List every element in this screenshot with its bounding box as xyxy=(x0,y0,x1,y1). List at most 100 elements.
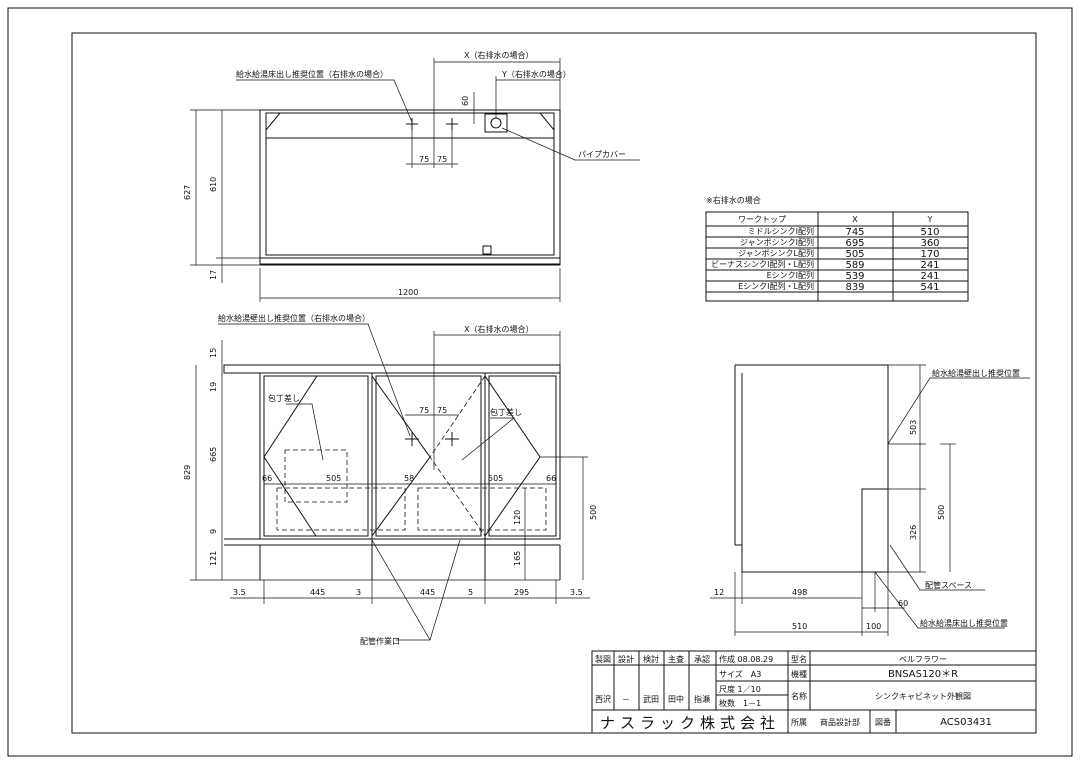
front-dim-445a: 445 xyxy=(310,588,325,597)
tb-val-name: シンクキャビネット外観図 xyxy=(875,691,971,701)
table-cell: 541 xyxy=(920,282,939,293)
tb-val-no: ACS03431 xyxy=(940,717,992,728)
top-dim-75a: 75 xyxy=(419,155,429,164)
table-cell: 539 xyxy=(845,271,864,282)
top-label-y: Y（右排水の場合） xyxy=(501,69,571,79)
side-view: 給水給湯壁出し推奨位置 配管スペース 給水給湯床出し推奨位置 503 500 3… xyxy=(710,364,1030,636)
tb-name-shusa: 田中 xyxy=(668,694,684,704)
table-header-x: X xyxy=(852,215,858,224)
side-dim-500: 500 xyxy=(937,505,946,520)
front-label-pipe-work: 配管作業口 xyxy=(360,636,400,646)
top-label-pipe: パイプカバー xyxy=(578,150,626,159)
top-dim-60: 60 xyxy=(461,96,470,106)
side-dim-100: 100 xyxy=(866,622,881,631)
front-label-knife-right: 包丁差し xyxy=(490,407,522,417)
tb-head-seizu: 製図 xyxy=(595,654,611,664)
tb-head-kento: 検討 xyxy=(643,654,659,664)
front-dim-295: 295 xyxy=(514,588,529,597)
front-dim-445b: 445 xyxy=(420,588,435,597)
front-dim-5: 5 xyxy=(468,588,473,597)
tb-key-dept: 所属 xyxy=(791,717,807,727)
front-dim-829: 829 xyxy=(183,465,192,480)
tb-scale: 尺度 1／10 xyxy=(719,684,761,694)
tb-head-shusa: 主査 xyxy=(668,654,684,664)
tb-sheets: 枚数 1－1 xyxy=(719,698,761,708)
top-label-x: X（右排水の場合） xyxy=(464,50,533,60)
front-dim-19: 19 xyxy=(209,382,218,392)
tb-key-name: 名称 xyxy=(791,691,807,701)
front-label-wall: 給水給湯壁出し推奨位置（右排水の場合） xyxy=(218,313,370,323)
top-dim-17: 17 xyxy=(209,270,218,280)
front-dim-3-5a: 3.5 xyxy=(233,588,246,597)
side-dim-498: 498 xyxy=(792,588,807,597)
table-header-y: Y xyxy=(927,215,933,224)
front-dim-505b: 505 xyxy=(488,474,503,483)
table-cell: 505 xyxy=(845,249,864,260)
outer-border xyxy=(7,7,1073,757)
table-cell: ジャンボシンクL配列 xyxy=(738,248,814,258)
table-header-worktop: ワークトップ xyxy=(738,215,786,224)
tb-head-sekkei: 設計 xyxy=(618,654,634,664)
table-cell: 695 xyxy=(845,238,864,249)
front-dim-3: 3 xyxy=(356,588,361,597)
tb-date: 作成 08.08.29 xyxy=(719,654,773,664)
tb-key-kind: 機種 xyxy=(791,669,807,679)
front-dim-505a: 505 xyxy=(326,474,341,483)
side-dim-510: 510 xyxy=(792,622,807,631)
tb-val-model: ベルフラワー xyxy=(899,655,947,664)
inner-border xyxy=(71,32,1037,734)
floor-outlet-left xyxy=(406,118,418,130)
front-dim-58: 58 xyxy=(404,474,414,483)
title-block: 製図 設計 検討 主査 承認 西沢 － 武田 田中 指瀬 作成 08.08.29… xyxy=(591,650,1037,734)
tb-name-sekkei: － xyxy=(622,695,630,704)
front-dim-3-5b: 3.5 xyxy=(570,588,583,597)
tb-head-shonin: 承認 xyxy=(694,654,710,664)
side-label-floor: 給水給湯床出し推奨位置 xyxy=(920,618,1008,628)
front-label-knife-left: 包丁差し xyxy=(268,393,300,403)
table-cell: 589 xyxy=(845,260,864,271)
front-label-x: X（右排水の場合） xyxy=(464,324,533,334)
tb-val-dept: 商品設計部 xyxy=(820,717,860,727)
top-dim-627: 627 xyxy=(183,185,192,200)
table-caption: ※右排水の場合 xyxy=(706,195,761,205)
side-dim-326: 326 xyxy=(909,525,918,540)
floor-outlet-right xyxy=(446,118,458,130)
table-cell: 170 xyxy=(920,249,939,260)
tb-company: ナスラック株式会社 xyxy=(600,714,780,732)
front-dim-665: 665 xyxy=(209,447,218,462)
table-cell: 360 xyxy=(920,238,939,249)
top-label-floor: 給水給湯床出し推奨位置（右排水の場合） xyxy=(236,69,388,79)
table-cell: EシンクⅠ配列・L配列 xyxy=(738,281,814,291)
top-view: 給水給湯床出し推奨位置（右排水の場合） X（右排水の場合） Y（右排水の場合） … xyxy=(183,50,640,302)
side-label-space: 配管スペース xyxy=(925,580,972,590)
side-outline xyxy=(734,364,889,573)
table-cell: ビーナスシンクⅠ配列・L配列 xyxy=(711,259,814,269)
front-dim-75b: 75 xyxy=(437,406,447,415)
table-cell: 510 xyxy=(920,227,939,238)
tb-name-seizu: 西沢 xyxy=(595,695,611,704)
front-dim-500: 500 xyxy=(589,505,598,520)
side-dim-12: 12 xyxy=(714,588,724,597)
front-dim-15: 15 xyxy=(209,348,218,358)
top-dim-610: 610 xyxy=(209,177,218,192)
table-cell: 241 xyxy=(920,260,939,271)
table-cell: EシンクⅠ配列 xyxy=(767,270,814,280)
front-dim-165: 165 xyxy=(513,551,522,566)
front-view: 給水給湯壁出し推奨位置（右排水の場合） X（右排水の場合） 包丁差し 包丁差し … xyxy=(183,313,598,646)
tb-val-kind: BNSAS120＊R xyxy=(888,669,958,680)
tb-name-kento: 武田 xyxy=(643,694,659,704)
table-cell: 241 xyxy=(920,271,939,282)
tb-key-no: 図番 xyxy=(875,717,891,727)
xy-table: ※右排水の場合 ワークトップ X Y ミドルシンクⅠ配列 745 510 ジャン… xyxy=(705,195,969,302)
side-dim-503: 503 xyxy=(909,420,918,435)
table-cell: ミドルシンクⅠ配列 xyxy=(748,226,814,236)
front-dim-120: 120 xyxy=(513,510,522,525)
front-dim-66b: 66 xyxy=(546,474,556,483)
tb-name-shonin: 指瀬 xyxy=(694,694,710,704)
front-dim-66a: 66 xyxy=(262,474,272,483)
front-dim-9: 9 xyxy=(209,529,218,534)
side-label-wall: 給水給湯壁出し推奨位置 xyxy=(932,368,1020,378)
front-dim-75a: 75 xyxy=(419,406,429,415)
top-dim-1200: 1200 xyxy=(398,288,418,297)
